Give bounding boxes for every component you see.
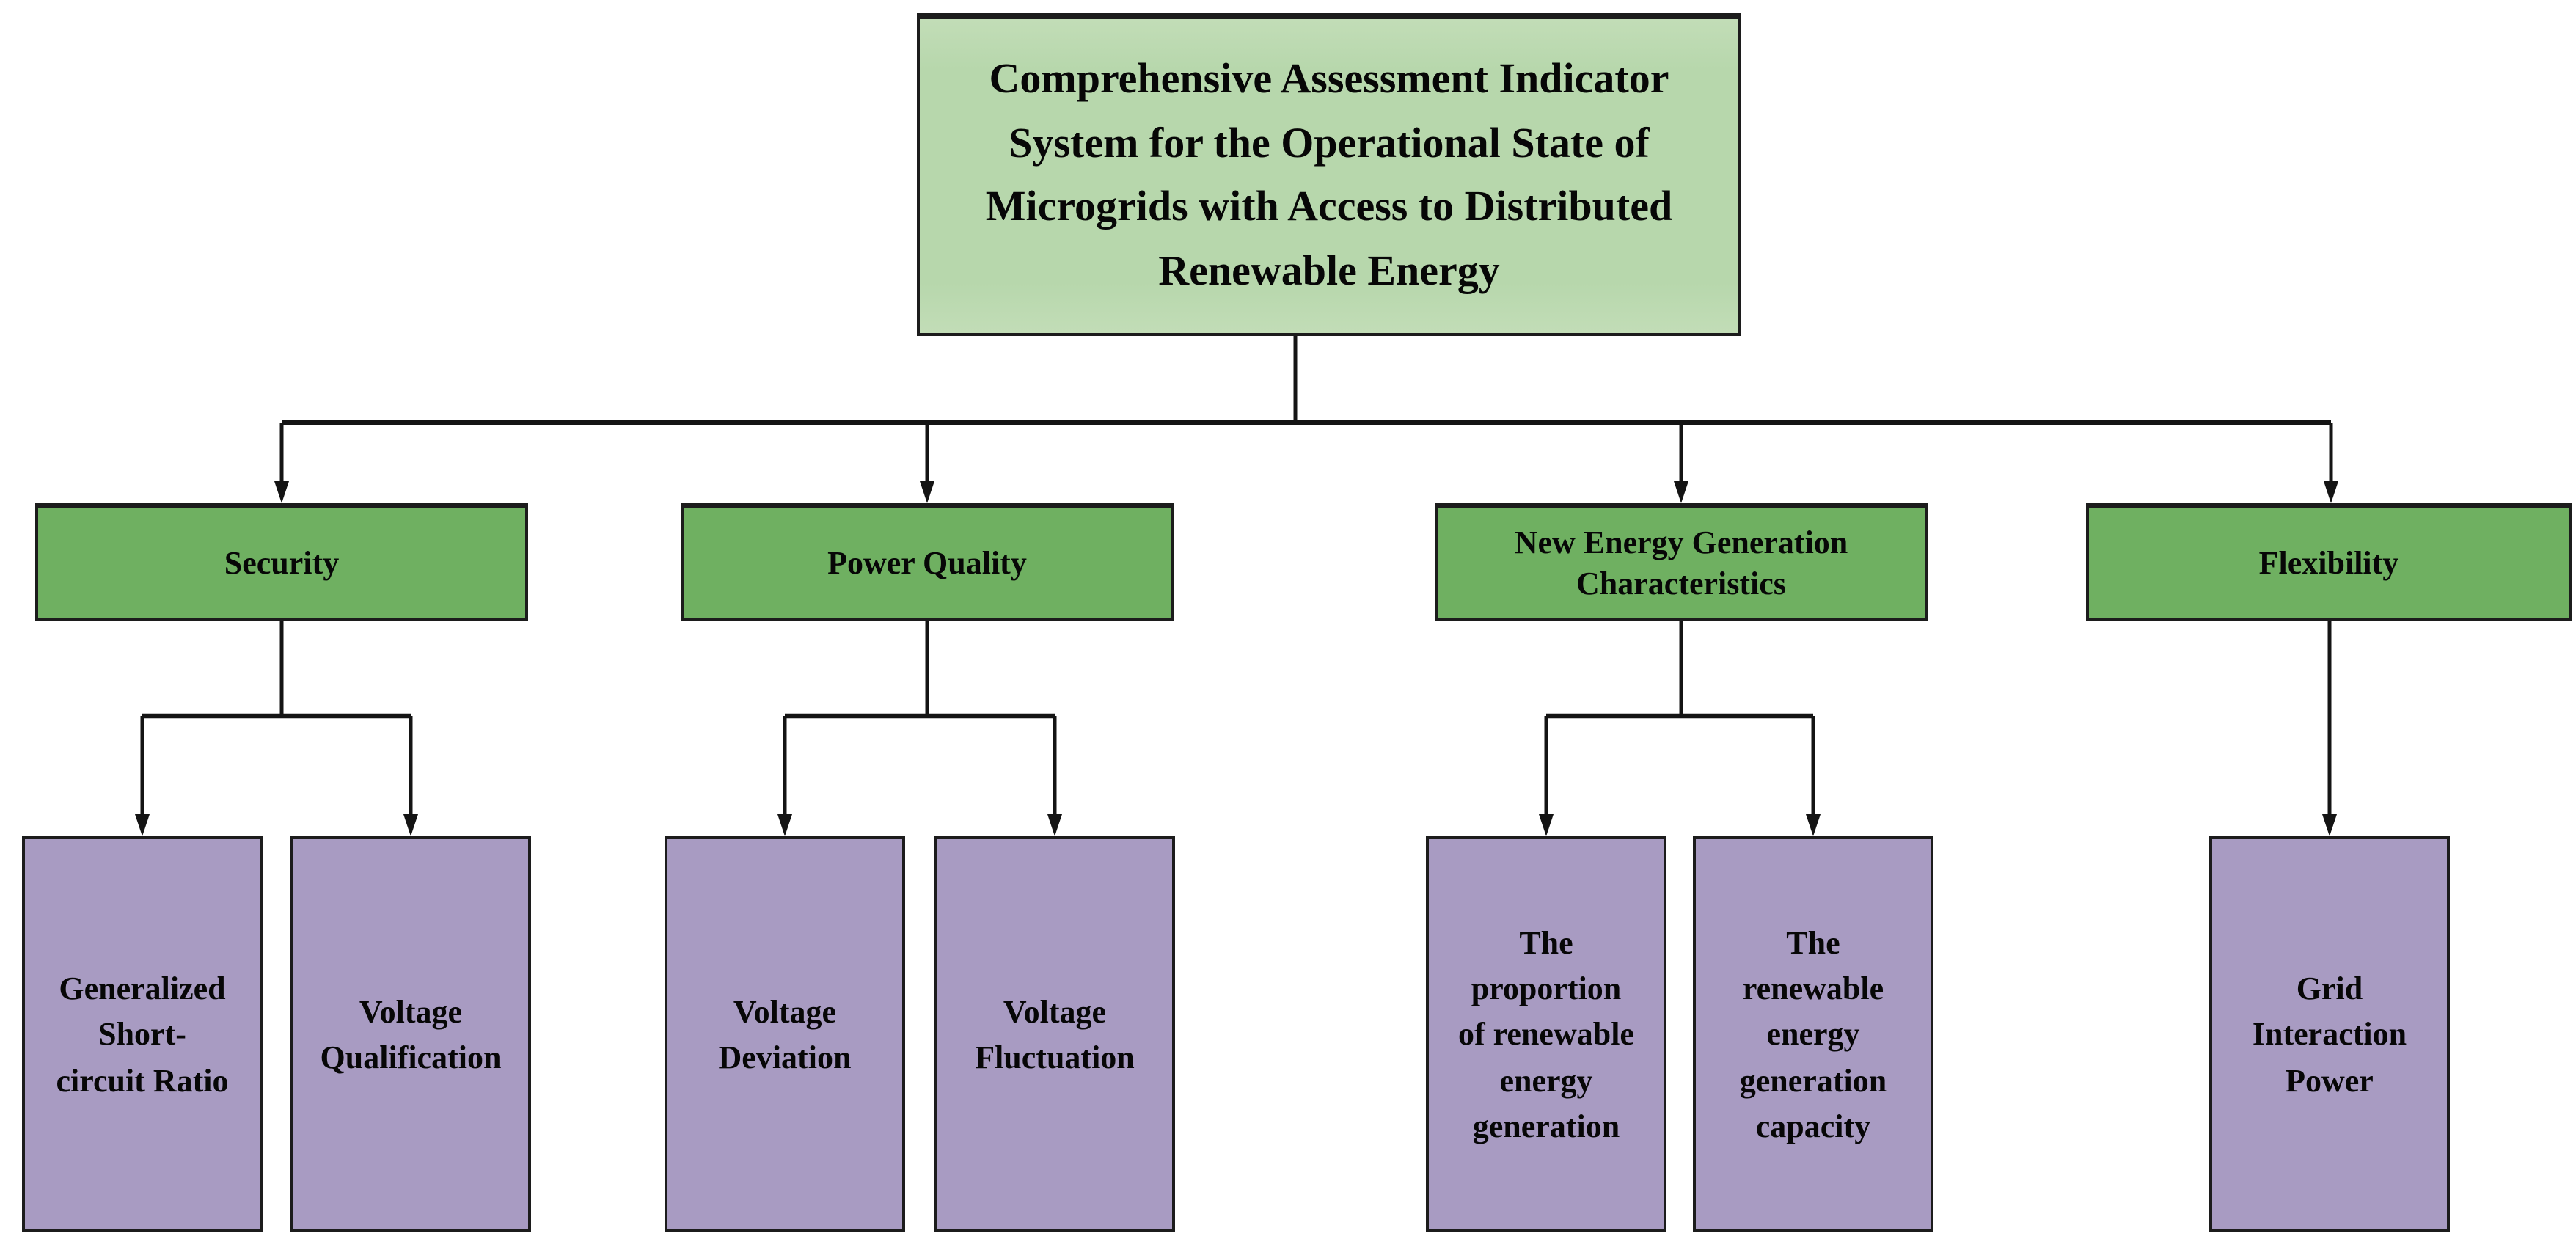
- category-label: Power Quality: [827, 544, 1027, 581]
- node-root: Comprehensive Assessment Indicator Syste…: [917, 13, 1741, 336]
- node-category-power-quality: Power Quality: [681, 503, 1174, 621]
- category-label: Security: [224, 544, 340, 581]
- leaf-label: Grid Interaction Power: [2252, 970, 2407, 1099]
- arrowhead: [135, 814, 150, 836]
- connector-security-children: [135, 621, 418, 836]
- category-label: New Energy Generation Characteristics: [1514, 524, 1848, 601]
- connector-new-energy-children: [1539, 621, 1821, 836]
- category-label: Flexibility: [2258, 544, 2399, 581]
- arrowhead: [1806, 814, 1821, 836]
- leaf-label: The renewable energy generation capacity: [1739, 924, 1887, 1144]
- node-leaf-voltage-deviation: Voltage Deviation: [665, 836, 905, 1232]
- leaf-label: Voltage Qualification: [320, 992, 502, 1075]
- connector-root-to-categories: [274, 336, 2338, 503]
- node-category-flexibility: Flexibility: [2086, 503, 2572, 621]
- arrowhead: [2324, 481, 2338, 503]
- node-leaf-proportion-of-renewable-energy-generation: The proportion of renewable energy gener…: [1426, 836, 1666, 1232]
- arrowhead: [403, 814, 418, 836]
- arrowhead: [2322, 814, 2337, 836]
- node-leaf-voltage-qualification: Voltage Qualification: [290, 836, 531, 1232]
- node-category-security: Security: [35, 503, 528, 621]
- arrowhead: [1047, 814, 1062, 836]
- leaf-label: Generalized Short- circuit Ratio: [56, 970, 229, 1099]
- leaf-label: Voltage Fluctuation: [975, 992, 1135, 1075]
- connector-flexibility-child: [2322, 621, 2337, 836]
- arrowhead: [274, 481, 289, 503]
- node-leaf-renewable-energy-generation-capacity: The renewable energy generation capacity: [1693, 836, 1933, 1232]
- root-label: Comprehensive Assessment Indicator Syste…: [985, 56, 1673, 294]
- arrowhead: [777, 814, 792, 836]
- arrowhead: [920, 481, 934, 503]
- leaf-label: Voltage Deviation: [718, 992, 852, 1075]
- node-leaf-grid-interaction-power: Grid Interaction Power: [2209, 836, 2450, 1232]
- arrowhead: [1539, 814, 1554, 836]
- connector-power-quality-children: [777, 621, 1062, 836]
- arrowhead: [1674, 481, 1688, 503]
- node-category-new-energy-generation-characteristics: New Energy Generation Characteristics: [1435, 503, 1928, 621]
- node-leaf-generalized-short-circuit-ratio: Generalized Short- circuit Ratio: [22, 836, 263, 1232]
- node-leaf-voltage-fluctuation: Voltage Fluctuation: [934, 836, 1175, 1232]
- leaf-label: The proportion of renewable energy gener…: [1458, 924, 1634, 1144]
